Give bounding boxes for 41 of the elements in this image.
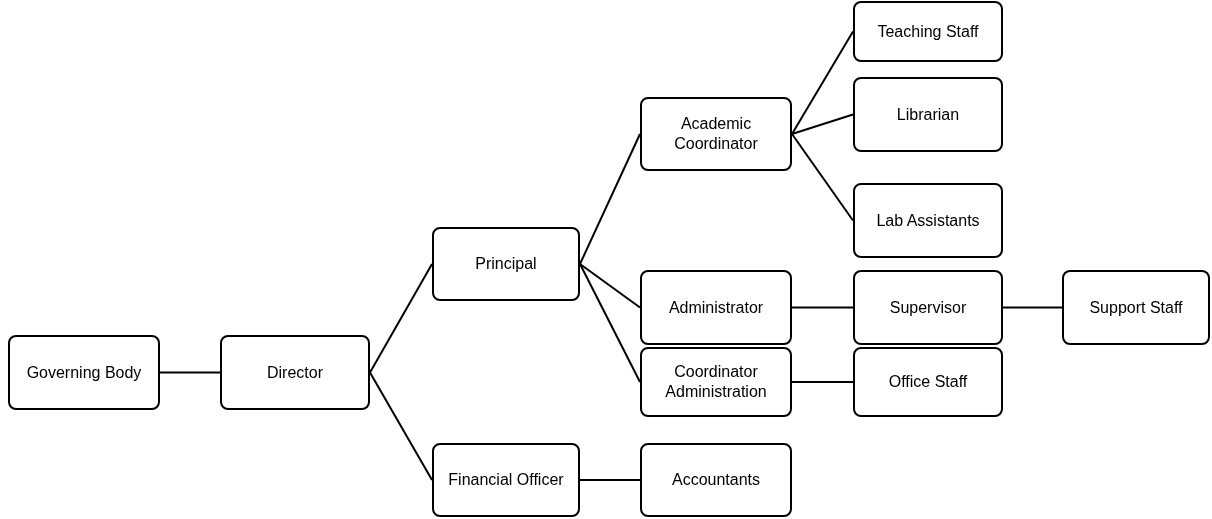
connector-line: [579, 479, 641, 481]
org-box: [640, 97, 792, 171]
connector-line: [159, 371, 221, 374]
connector-line: [369, 371, 433, 481]
org-box: [853, 347, 1003, 417]
org-box: [853, 1, 1003, 62]
connector-line: [369, 263, 433, 374]
box-label: Principal: [475, 254, 537, 274]
connector-line: [579, 133, 641, 265]
org-box: [1062, 270, 1210, 345]
org-box: [640, 347, 792, 417]
org-box: [640, 270, 792, 345]
box-label: Supervisor: [889, 297, 967, 318]
box-label: Financial Officer: [448, 470, 564, 490]
connector-line: [791, 381, 854, 383]
box-label: Support Staff: [1089, 297, 1183, 318]
connector-line: [791, 30, 854, 135]
box-label: Coordinator Administration: [664, 362, 768, 402]
org-box: [853, 270, 1003, 345]
connector-line: [791, 133, 854, 222]
box-label: Lab Assistants: [876, 210, 980, 231]
connector-line: [791, 113, 854, 135]
connector-line: [1002, 306, 1063, 309]
org-box: [640, 443, 792, 517]
box-label: Governing Body: [26, 362, 142, 383]
org-box: [853, 77, 1003, 152]
connector-line: [579, 263, 641, 309]
connector-line: [791, 306, 854, 309]
box-label: Librarian: [896, 104, 960, 125]
org-box: [220, 335, 370, 410]
org-box: [432, 443, 580, 517]
org-box: [432, 227, 580, 301]
connector-line: [579, 263, 641, 383]
box-label: Accountants: [671, 470, 761, 490]
box-label: Teaching Staff: [877, 21, 979, 42]
box-label: Director: [267, 362, 323, 383]
org-box: [8, 335, 160, 410]
org-box: [853, 183, 1003, 258]
box-label: Academic Coordinator: [673, 114, 759, 154]
box-label: Administrator: [668, 297, 764, 318]
box-label: Office Staff: [888, 372, 968, 392]
